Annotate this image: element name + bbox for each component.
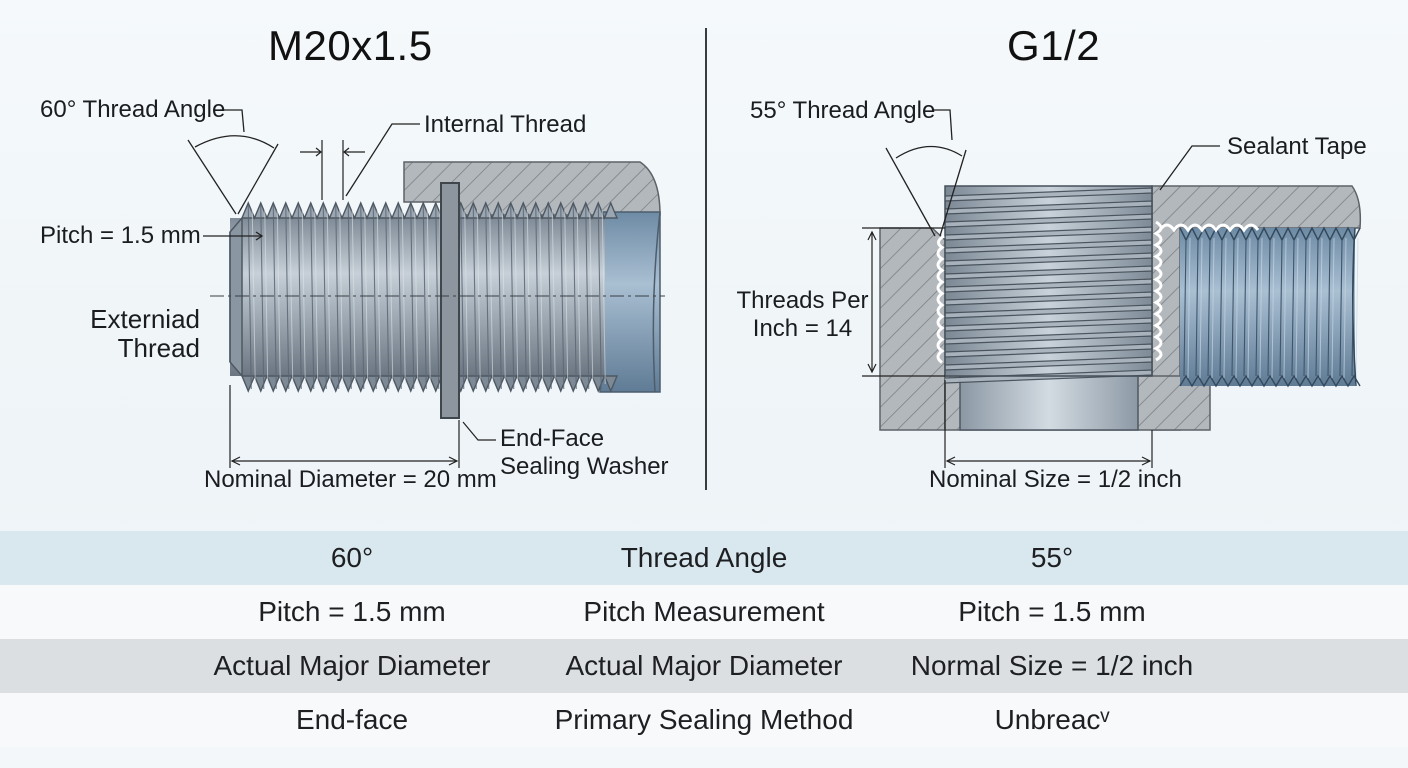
tpi-label-2: Inch = 14 (752, 315, 853, 342)
g-left-housing (879, 227, 946, 431)
row-left-value: Actual Major Diameter (213, 650, 491, 681)
row-right-value: Unbreacᵛ (994, 704, 1110, 735)
bolt-thread-crests-bottom (240, 374, 619, 393)
external-thread-label-2: Thread (117, 333, 200, 363)
panel-divider (705, 28, 707, 490)
left-title: M20x1.5 (268, 22, 433, 69)
g-thread-stack (944, 185, 1153, 384)
washer-label-2: Sealing Washer (500, 453, 669, 480)
nominal-diameter-label: Nominal Diameter = 20 mm (204, 466, 497, 493)
row-attribute: Thread Angle (620, 542, 788, 573)
row-left-value: Pitch = 1.5 mm (258, 596, 446, 627)
right-title: G1/2 (1007, 22, 1101, 69)
sealing-washer (440, 182, 460, 419)
external-thread-label-1: Externiad (90, 304, 200, 334)
g-internal-thread (1158, 223, 1361, 388)
row-attribute: Pitch Measurement (583, 596, 825, 627)
table-row: 60° Thread Angle 55° (0, 531, 1408, 585)
row-right-value: 55° (1030, 542, 1074, 573)
nominal-size-label: Nominal Size = 1/2 inch (929, 466, 1182, 493)
table-row: Pitch = 1.5 mm Pitch Measurement Pitch =… (0, 585, 1408, 639)
tpi-label-1: Threads Per (736, 287, 869, 314)
right-thread-angle-label: 55° Thread Angle (750, 97, 936, 124)
row-attribute: Actual Major Diameter (565, 650, 843, 681)
diagram-area: M20x1.5 60° Thread Angle Internal Thread… (40, 22, 1367, 493)
bolt-thread-ridges (247, 204, 606, 390)
row-attribute: Primary Sealing Method (554, 704, 854, 735)
row-right-value: Normal Size = 1/2 inch (910, 650, 1194, 681)
internal-bore (599, 211, 661, 393)
left-thread-angle-label: 60° Thread Angle (40, 96, 226, 123)
g-bore (959, 375, 1139, 431)
washer-label-1: End-Face (500, 425, 605, 452)
row-right-value: Pitch = 1.5 mm (958, 596, 1146, 627)
row-left-value: 60° (330, 542, 374, 573)
internal-thread-label: Internal Thread (424, 111, 587, 138)
left-pitch-label: Pitch = 1.5 mm (40, 222, 201, 249)
table-row: Actual Major Diameter Actual Major Diame… (0, 639, 1408, 693)
sealant-tape-left (936, 234, 945, 364)
thread-comparison-drawing (187, 109, 1362, 468)
row-left-value: End-face (295, 704, 409, 735)
table-row: End-face Primary Sealing Method Unbreacᵛ (0, 693, 1408, 747)
sealant-tape-label: Sealant Tape (1227, 133, 1367, 160)
sealant-tape-right (1152, 220, 1163, 362)
